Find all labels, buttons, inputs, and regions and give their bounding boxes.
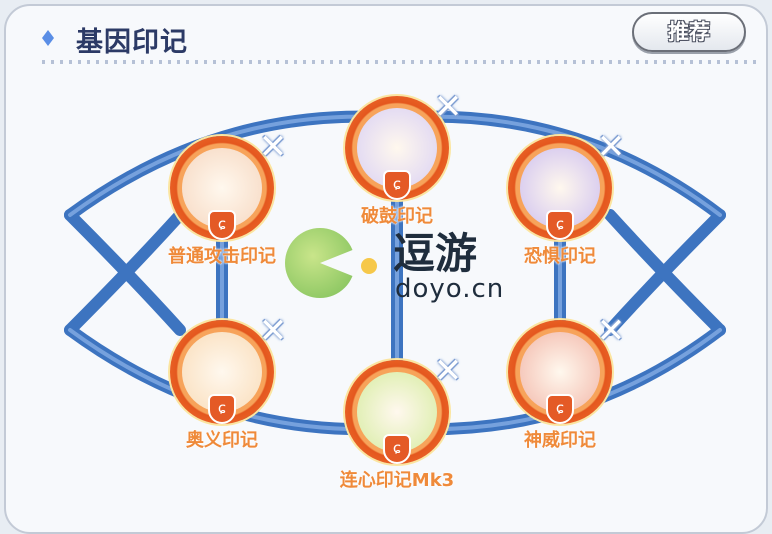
watermark-dot: [361, 258, 377, 274]
slot-label: 神威印记: [524, 430, 596, 451]
shield-emblem-icon: ɕ: [383, 434, 411, 464]
shield-emblem-icon: ɕ: [208, 210, 236, 240]
shield-emblem-icon: ɕ: [546, 394, 574, 424]
shield-emblem-icon: ɕ: [208, 394, 236, 424]
remove-icon[interactable]: ✕: [258, 127, 288, 167]
slot-label: 奥义印记: [186, 430, 258, 451]
imprint-slot[interactable]: ɕ ✕ 神威印记: [508, 314, 625, 451]
remove-icon[interactable]: ✕: [433, 87, 463, 127]
remove-icon[interactable]: ✕: [433, 351, 463, 391]
imprint-slot[interactable]: ɕ ✕ 奥义印记: [170, 314, 287, 451]
imprint-slot[interactable]: ɕ ✕ 连心印记Mk3: [340, 354, 462, 491]
slot-label: 连心印记Mk3: [339, 470, 455, 491]
left-cross-b: [64, 209, 186, 336]
slot-label: 破鼓印记: [361, 206, 433, 227]
slot-label: 普通攻击印记: [168, 246, 276, 267]
slot-label: 恐惧印记: [524, 246, 596, 267]
shield-emblem-icon: ɕ: [383, 170, 411, 200]
right-cross-b: [604, 209, 726, 336]
page-title: 基因印记: [76, 27, 188, 58]
shield-emblem-icon: ɕ: [546, 210, 574, 240]
watermark-url: doyo.cn: [395, 274, 505, 304]
watermark-name: 逗游: [393, 229, 478, 278]
dotted-divider: [42, 60, 758, 64]
diamond-icon: [42, 30, 54, 46]
recommend-button[interactable]: 推荐: [632, 12, 746, 52]
remove-icon[interactable]: ✕: [596, 127, 626, 167]
imprint-slot[interactable]: ɕ ✕ 普通攻击印记: [168, 130, 287, 267]
imprint-slot[interactable]: ɕ ✕ 恐惧印记: [508, 130, 625, 267]
imprint-slot[interactable]: ɕ ✕ 破鼓印记: [345, 90, 462, 227]
remove-icon[interactable]: ✕: [258, 311, 288, 351]
remove-icon[interactable]: ✕: [596, 311, 626, 351]
